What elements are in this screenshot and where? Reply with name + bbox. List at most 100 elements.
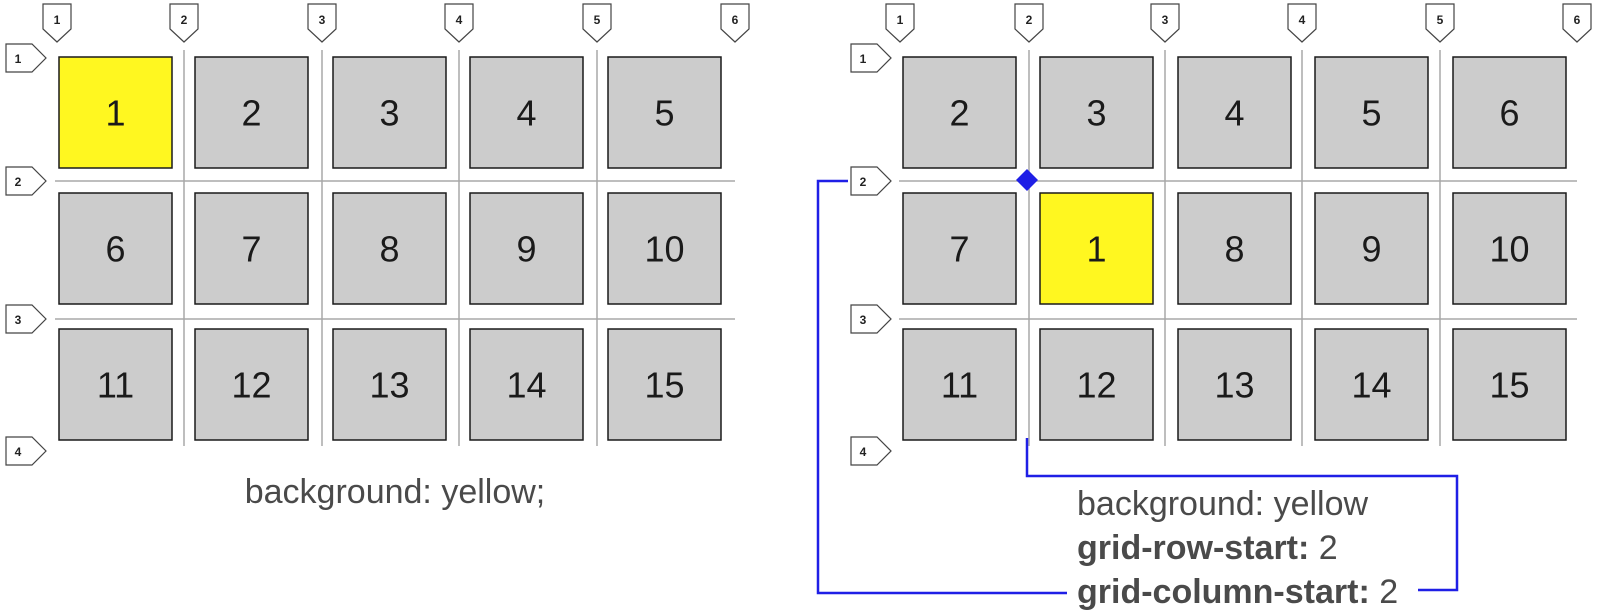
grid-item-label: 10 — [644, 229, 684, 270]
marker-shape — [885, 3, 915, 43]
grid-item-box — [902, 328, 1017, 441]
grid-item: 7 — [194, 192, 309, 305]
right-caption-row-start: grid-row-start: 2 — [1077, 529, 1338, 567]
grid-item-label: 14 — [1351, 365, 1391, 406]
column-line-number: 5 — [594, 13, 601, 27]
row-line-marker: 2 — [5, 166, 47, 196]
marker-shape — [850, 304, 892, 334]
grid-item: 14 — [1314, 328, 1429, 441]
grid-item-box — [607, 328, 722, 441]
grid-item-label: 4 — [1224, 93, 1244, 134]
grid-item: 15 — [607, 328, 722, 441]
marker-shape — [1150, 3, 1180, 43]
row-line-marker: 4 — [5, 436, 47, 466]
grid-item-box — [1452, 56, 1567, 169]
column-line-marker: 4 — [1287, 3, 1317, 43]
marker-shape — [5, 43, 47, 73]
grid-item-label: 6 — [105, 229, 125, 270]
grid-item: 15 — [1452, 328, 1567, 441]
grid-item-label: 13 — [1214, 365, 1254, 406]
grid-item-box — [902, 56, 1017, 169]
marker-shape — [1562, 3, 1592, 43]
column-line-marker: 5 — [1425, 3, 1455, 43]
grid-item-box — [194, 56, 309, 169]
grid-item: 8 — [1177, 192, 1292, 305]
grid-item-box — [1177, 192, 1292, 305]
row-line-marker: 2 — [850, 166, 892, 196]
column-line-marker: 6 — [1562, 3, 1592, 43]
marker-shape — [169, 3, 199, 43]
grid-item-label: 4 — [516, 93, 536, 134]
column-start-value: 2 — [1370, 573, 1398, 611]
grid-item: 3 — [1039, 56, 1154, 169]
row-start-value: 2 — [1309, 529, 1337, 567]
grid-item-label: 6 — [1499, 93, 1519, 134]
column-line-number: 2 — [181, 13, 188, 27]
grid-item-box — [332, 56, 447, 169]
column-line-number: 1 — [897, 13, 904, 27]
grid-item: 12 — [194, 328, 309, 441]
grid-item-box — [902, 192, 1017, 305]
column-line-number: 4 — [1299, 13, 1306, 27]
column-line-marker: 6 — [720, 3, 750, 43]
grid-item: 8 — [332, 192, 447, 305]
marker-shape — [1425, 3, 1455, 43]
grid-item-label: 14 — [506, 365, 546, 406]
column-line-marker: 1 — [885, 3, 915, 43]
grid-item: 14 — [469, 328, 584, 441]
right-caption-background: background: yellow — [1077, 485, 1369, 523]
grid-item-box — [1314, 56, 1429, 169]
row-line-number: 1 — [15, 52, 22, 66]
row-start-property: grid-row-start: — [1077, 529, 1309, 567]
grid-item: 4 — [469, 56, 584, 169]
marker-shape — [1287, 3, 1317, 43]
grid-item-box — [469, 192, 584, 305]
grid-item-label: 10 — [1489, 229, 1529, 270]
column-start-property: grid-column-start: — [1077, 573, 1370, 611]
grid-item-box — [58, 328, 173, 441]
grid-item: 13 — [1177, 328, 1292, 441]
left-caption: background: yellow; — [245, 473, 546, 511]
column-line-marker: 2 — [169, 3, 199, 43]
row-line-marker: 1 — [5, 43, 47, 73]
marker-shape — [444, 3, 474, 43]
grid-item-label: 3 — [379, 93, 399, 134]
row-line-number: 2 — [860, 175, 867, 189]
grid-item-label: 5 — [1361, 93, 1381, 134]
column-line-number: 4 — [456, 13, 463, 27]
grid-item: 7 — [902, 192, 1017, 305]
grid-item: 4 — [1177, 56, 1292, 169]
grid-item-label: 12 — [231, 365, 271, 406]
marker-shape — [5, 304, 47, 334]
grid-item: 3 — [332, 56, 447, 169]
left-column-line-markers: 1 2 3 4 5 6 — [42, 3, 750, 43]
grid-item: 1 — [1039, 192, 1154, 305]
grid-item-box — [1314, 192, 1429, 305]
grid-item-box — [469, 56, 584, 169]
grid-item-label: 1 — [105, 93, 125, 134]
left-grid-lines — [55, 50, 735, 446]
grid-item-label: 7 — [241, 229, 261, 270]
grid-item-label: 8 — [379, 229, 399, 270]
grid-item: 12 — [1039, 328, 1154, 441]
grid-item-box — [194, 328, 309, 441]
column-line-number: 3 — [319, 13, 326, 27]
column-line-number: 1 — [54, 13, 61, 27]
row-start-connector — [1025, 438, 1459, 592]
grid-item-label: 7 — [949, 229, 969, 270]
grid-item: 10 — [1452, 192, 1567, 305]
grid-item-box-highlighted — [1039, 192, 1154, 305]
row-line-number: 4 — [15, 445, 22, 459]
marker-shape — [5, 166, 47, 196]
marker-shape — [850, 436, 892, 466]
marker-shape — [582, 3, 612, 43]
column-line-number: 2 — [1026, 13, 1033, 27]
grid-item-box — [1039, 328, 1154, 441]
grid-item-label: 2 — [949, 93, 969, 134]
grid-item: 2 — [194, 56, 309, 169]
grid-item-box — [332, 328, 447, 441]
column-line-marker: 5 — [582, 3, 612, 43]
grid-item-label: 2 — [241, 93, 261, 134]
